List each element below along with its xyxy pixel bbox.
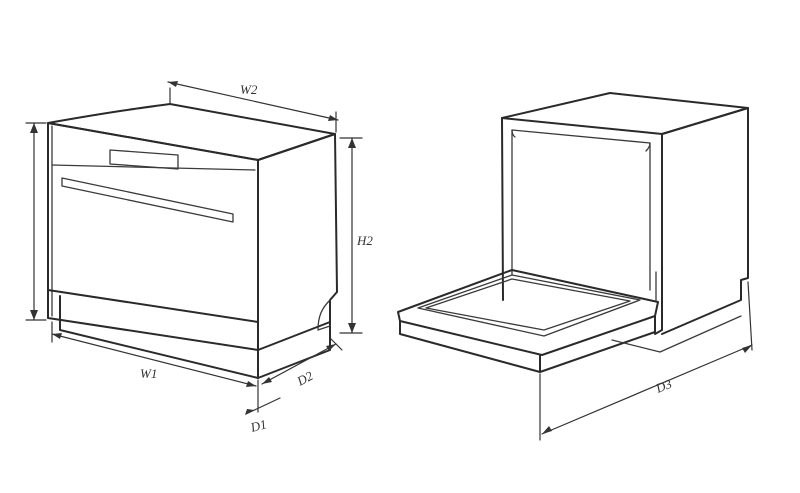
h2-arrow-bottom [348, 323, 356, 333]
open-front-left [501, 117, 504, 301]
dimension-height-left [25, 122, 47, 321]
kick-plate-top [47, 289, 259, 351]
side-foot-notch [317, 299, 331, 331]
closed-side-face [257, 133, 338, 351]
display-window [109, 149, 179, 170]
w2-arrow-left [168, 81, 178, 87]
door-inner-tray [417, 274, 641, 337]
open-base-foot [611, 315, 742, 353]
dimension-w2: W2 [167, 81, 339, 133]
d2-arrow-left [262, 377, 272, 384]
dimension-d2: D2 [261, 337, 343, 389]
front-door [47, 122, 259, 351]
door-inner-tray-inset [425, 278, 631, 331]
d1-label: D1 [248, 416, 268, 435]
open-front-frame [501, 117, 663, 335]
d3-line [541, 344, 753, 435]
w1-arrow-left [52, 333, 62, 339]
dimension-d1: D1 [245, 379, 281, 435]
d3-ext-right [747, 281, 753, 351]
d2-arrow-right [326, 344, 336, 351]
dimension-w1: W1 [51, 321, 257, 387]
open-dishwasher [397, 92, 749, 373]
w1-line [51, 333, 257, 387]
w2-label: W2 [240, 82, 258, 97]
base-bottom [59, 321, 259, 379]
d2-label: D2 [293, 368, 315, 389]
inner-cavity-edge [511, 129, 651, 291]
height-left-arrow-top [30, 123, 38, 133]
door-front-edge [399, 320, 541, 373]
d1-line [245, 397, 281, 415]
door-side-edge [539, 315, 656, 373]
base-side [257, 321, 331, 379]
w1-label: W1 [140, 366, 157, 381]
d3-arrow-left [542, 426, 552, 434]
open-side-face [661, 107, 749, 335]
inner-cavity-corners [511, 129, 651, 152]
h2-label: H2 [356, 233, 373, 248]
d1-arrow [245, 409, 254, 415]
door-handle [61, 177, 234, 223]
d3-arrow-right [742, 345, 752, 353]
w2-arrow-right [328, 115, 338, 121]
closed-dishwasher [47, 103, 338, 379]
closed-top-face [47, 103, 336, 161]
dimension-h2: H2 [339, 137, 373, 334]
height-left-arrow-bottom [30, 310, 38, 320]
dimension-d3: D3 [539, 281, 753, 441]
d3-label: D3 [653, 376, 675, 396]
h2-arrow-top [348, 138, 356, 148]
w1-arrow-right [246, 381, 256, 387]
open-top-face [501, 92, 749, 135]
d2-line [261, 343, 337, 385]
w2-line [167, 81, 339, 121]
